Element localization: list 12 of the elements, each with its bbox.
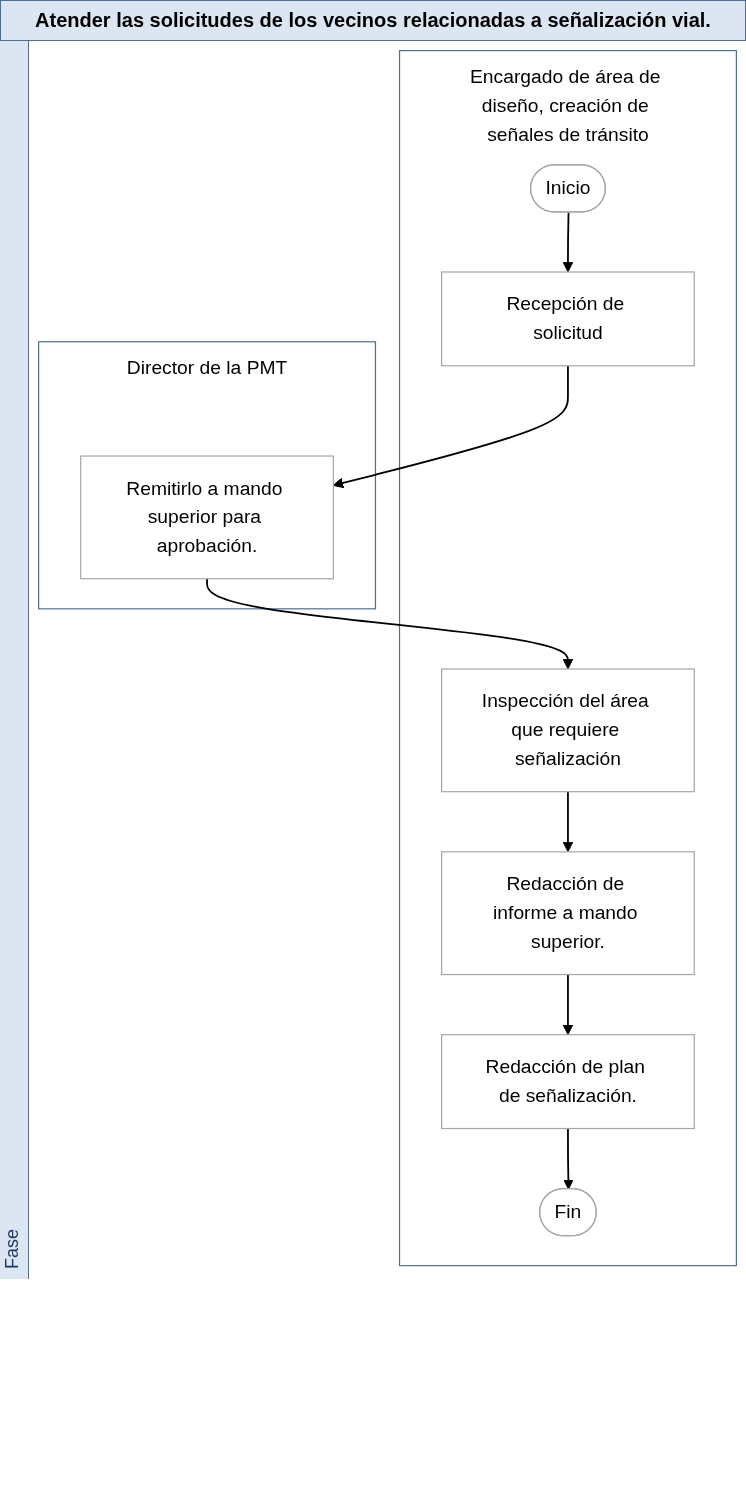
node-box: Inspección del área que requiere señalización bbox=[441, 668, 695, 793]
arrow bbox=[562, 973, 574, 1036]
arrow bbox=[563, 1127, 574, 1190]
phase-label: Fase bbox=[2, 1229, 23, 1270]
arrow bbox=[562, 211, 574, 273]
node-box: Redacción de informe a mando superior. bbox=[441, 851, 695, 976]
node-box: Remitirlo a mando superior para aprobación. bbox=[80, 455, 334, 580]
diagram-title: Atender las solicitudes de los vecinos relacionadas a señalización vial. bbox=[0, 0, 746, 41]
arrow bbox=[562, 790, 574, 853]
node-box: Redacción de plan de señalización. bbox=[441, 1034, 695, 1130]
arrow bbox=[206, 577, 574, 670]
node-box: Recepción de solicitud bbox=[441, 271, 695, 367]
